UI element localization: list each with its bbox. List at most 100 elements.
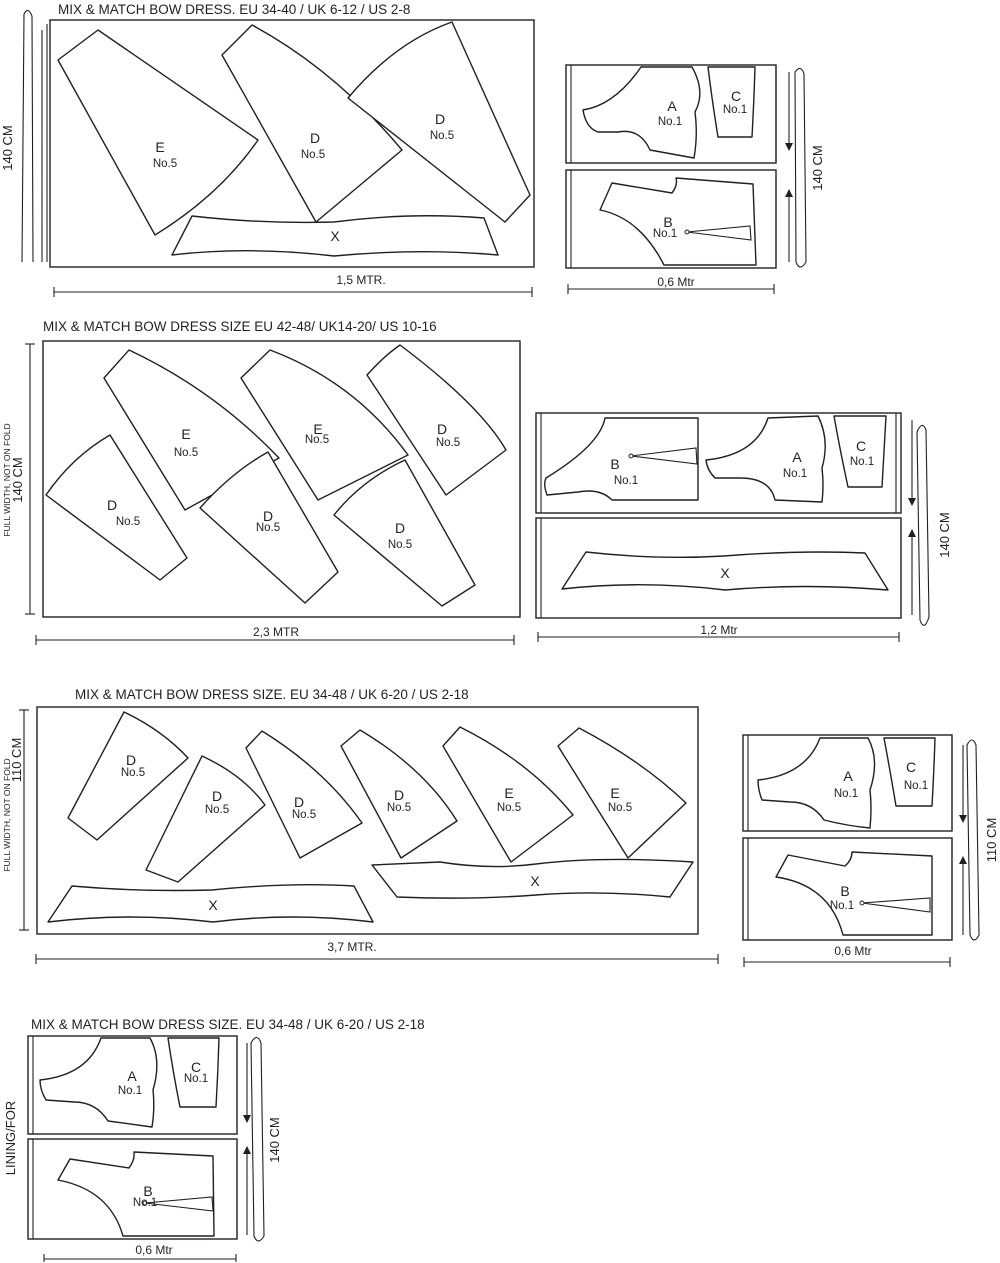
piece-number: No.5 (153, 158, 177, 170)
pattern-piece-a: A No.1 (39, 1037, 158, 1128)
piece-letter: A (127, 1068, 137, 1084)
piece-number: No.5 (121, 767, 145, 779)
width-dimension (743, 957, 951, 967)
piece-number: No.1 (723, 104, 747, 116)
pattern-piece-x: X (371, 858, 694, 899)
pattern-piece-a: A No.1 (757, 737, 876, 829)
width-label-side-1: 0,6 Mtr (657, 275, 694, 289)
piece-letter: C (906, 759, 916, 775)
piece-number: No.1 (133, 1197, 157, 1209)
piece-number: No.1 (830, 900, 854, 912)
piece-number: No.1 (850, 456, 874, 468)
piece-letter: B (143, 1183, 152, 1199)
pattern-piece-b: B No.1 (775, 851, 933, 936)
height-label-1: 140 CM (0, 125, 15, 171)
fabric-side-3 (742, 734, 953, 941)
section-2: MIX & MATCH BOW DRESS SIZE EU 42-48/ UK1… (2, 319, 952, 645)
full-width-note-3: FULL WIDTH, NOT ON FOLD (2, 758, 12, 871)
height-label-side-3: 110 CM (984, 818, 999, 863)
pattern-piece-x: X (171, 215, 499, 257)
pattern-piece-c: C No.1 (833, 415, 887, 488)
pattern-piece-d: D No.5 (199, 451, 339, 604)
section-3-title: MIX & MATCH BOW DRESS SIZE. EU 34-48 / U… (75, 687, 469, 702)
pattern-piece-d: D No.5 (340, 729, 458, 859)
piece-number: No.5 (256, 522, 280, 534)
width-dimension (35, 635, 515, 645)
fabric-main-3 (36, 706, 699, 935)
width-label-side-2: 1,2 Mtr (700, 623, 737, 637)
piece-letter: E (313, 421, 322, 437)
piece-number: No.5 (174, 447, 198, 459)
piece-number: No.5 (387, 802, 411, 814)
piece-letter: D (435, 111, 445, 127)
pattern-piece-b: B No.1 (599, 177, 757, 266)
piece-number: No.1 (783, 468, 807, 480)
piece-number: No.5 (301, 149, 325, 161)
piece-number: No.5 (436, 437, 460, 449)
pattern-piece-c: C No.1 (883, 737, 936, 807)
pattern-piece-a: A No.1 (582, 66, 701, 159)
width-dimension (35, 954, 719, 964)
piece-letter: X (720, 565, 730, 581)
pattern-piece-e: E No.5 (240, 349, 409, 501)
piece-letter: B (663, 214, 672, 230)
pattern-piece-b: B No.1 (544, 417, 699, 501)
width-label-1: 1,5 MTR. (336, 273, 385, 287)
piece-letter: C (191, 1059, 201, 1075)
piece-letter: D (107, 497, 117, 513)
width-label-3: 3,7 MTR. (327, 940, 376, 954)
height-label-2: 140 CM (10, 457, 25, 503)
width-dimension (43, 1254, 237, 1262)
height-label-side-1: 140 CM (810, 145, 825, 191)
section-2-title: MIX & MATCH BOW DRESS SIZE EU 42-48/ UK1… (43, 319, 437, 334)
selvage-marker (966, 739, 980, 941)
pattern-piece-c: C No.1 (167, 1037, 220, 1108)
piece-number: No.1 (184, 1073, 208, 1085)
piece-letter: D (395, 520, 405, 536)
piece-letter: E (504, 785, 513, 801)
piece-number: No.5 (430, 130, 454, 142)
selvage-marker (794, 67, 807, 268)
piece-number: No.5 (388, 539, 412, 551)
piece-letter: D (394, 787, 404, 803)
width-label-side-4: 0,6 Mtr (135, 1243, 172, 1257)
pattern-piece-e: E No.5 (103, 349, 280, 511)
piece-letter: B (610, 456, 619, 472)
width-dimension (567, 284, 775, 294)
pattern-piece-d: D No.5 (347, 21, 531, 223)
piece-letter: E (181, 426, 190, 442)
fabric-main-2 (42, 340, 521, 618)
fabric-side-2 (535, 412, 902, 619)
height-label-side-2: 140 CM (937, 512, 952, 558)
piece-number: No.1 (904, 780, 928, 792)
piece-letter: D (126, 752, 136, 768)
pattern-piece-e: E No.5 (442, 726, 574, 863)
fold-edge (41, 24, 48, 262)
pattern-piece-b: B No.1 (57, 1151, 215, 1237)
piece-letter: E (155, 139, 164, 155)
piece-letter: D (437, 421, 447, 437)
pattern-piece-d: D No.5 (145, 755, 266, 883)
pattern-piece-d: D No.5 (333, 459, 476, 607)
vertical-dimension (25, 343, 35, 615)
selvage-marker (250, 1036, 265, 1242)
fabric-side-4 (27, 1035, 238, 1240)
full-width-note-2: FULL WIDTH, NOT ON FOLD (2, 423, 12, 536)
piece-letter: A (792, 449, 802, 465)
section-4: MIX & MATCH BOW DRESS SIZE. EU 34-48 / U… (3, 1017, 425, 1262)
vertical-dimension (19, 709, 29, 931)
piece-number: No.5 (608, 802, 632, 814)
piece-letter: E (610, 785, 619, 801)
piece-letter: D (294, 794, 304, 810)
piece-number: No.5 (116, 516, 140, 528)
selvage-marker (916, 424, 930, 626)
pattern-piece-d: D No.5 (366, 344, 507, 496)
section-3: MIX & MATCH BOW DRESS SIZE. EU 34-48 / U… (2, 687, 999, 967)
fabric-side-1 (565, 64, 777, 269)
piece-letter: D (212, 788, 222, 804)
piece-number: No.5 (305, 434, 329, 446)
piece-number: No.1 (653, 228, 677, 240)
vertical-dimension (21, 9, 34, 263)
piece-letter: B (840, 883, 849, 899)
